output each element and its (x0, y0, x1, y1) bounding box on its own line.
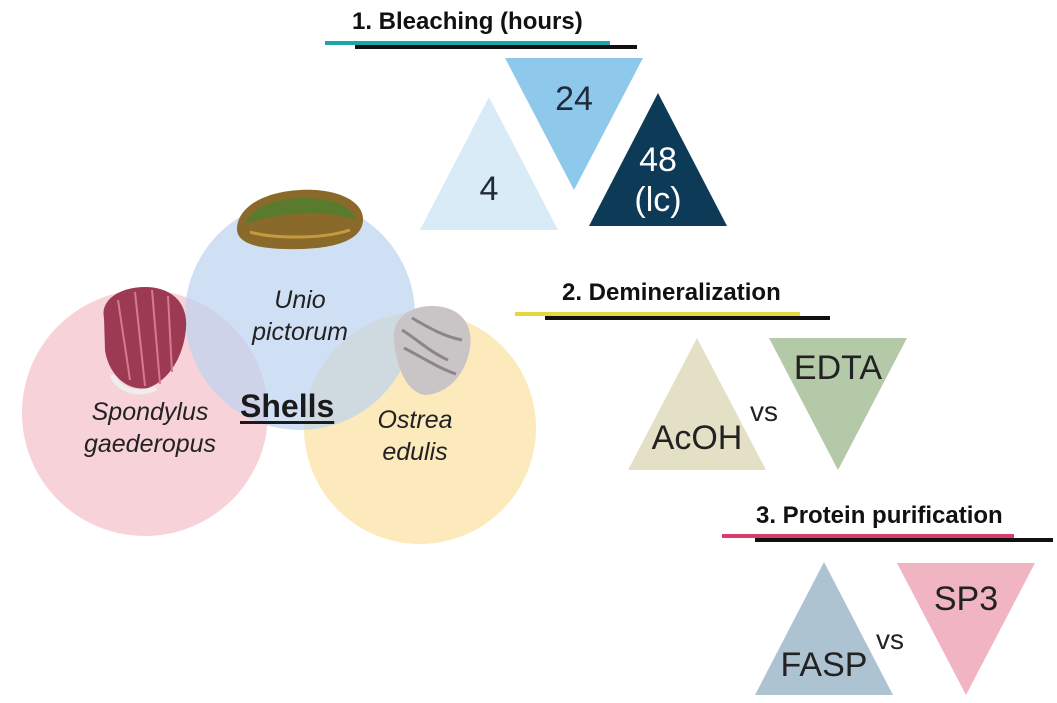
unio-shell-icon (236, 189, 364, 250)
ostrea-species: edulis (382, 438, 448, 466)
sp3-label: SP3 (933, 580, 999, 618)
purification-title-underline (722, 534, 1053, 542)
demineralization-title-underline (515, 312, 830, 320)
unio-species: pictorum (252, 318, 348, 346)
spondylus-genus: Spondylus (91, 398, 209, 426)
bleaching-48h-label: 48 (lc) (618, 140, 698, 220)
bleaching-title: 1. Bleaching (hours) (352, 8, 583, 35)
bleaching-24h-triangle (505, 58, 643, 190)
bleaching-48h-triangle (589, 93, 727, 226)
demineralization-title: 2. Demineralization (562, 279, 781, 306)
ostrea-label: Ostrea edulis (360, 404, 470, 468)
unio-genus: Unio (274, 286, 326, 314)
acoh-triangle (628, 338, 766, 470)
bleaching-24h-label: 24 (555, 80, 593, 118)
spondylus-label: Spondylus gaederopus (70, 396, 230, 460)
shells-title: Shells (240, 388, 335, 424)
purification-title: 3. Protein purification (756, 502, 1003, 529)
edta-triangle (769, 338, 907, 470)
bleaching-4h-triangle (420, 97, 558, 230)
ostrea-genus: Ostrea (377, 406, 453, 434)
bleaching-4h-label: 4 (479, 170, 499, 208)
spondylus-species: gaederopus (83, 430, 217, 458)
unio-label: Unio pictorum (240, 284, 360, 348)
fasp-label: FASP (780, 646, 868, 684)
unio-circle (185, 200, 415, 430)
demineralization-vs: vs (750, 396, 778, 427)
purification-vs: vs (876, 624, 904, 655)
ostrea-shell-icon (393, 306, 471, 395)
bleaching-48h-note: (lc) (634, 181, 682, 219)
spondylus-shell-icon (103, 287, 187, 395)
bleaching-title-underline (325, 41, 637, 49)
acoh-label: AcOH (651, 419, 743, 457)
fasp-triangle (755, 562, 893, 695)
edta-label: EDTA (793, 349, 883, 387)
sp3-triangle (897, 563, 1035, 695)
bleaching-48h-hours: 48 (639, 141, 677, 179)
